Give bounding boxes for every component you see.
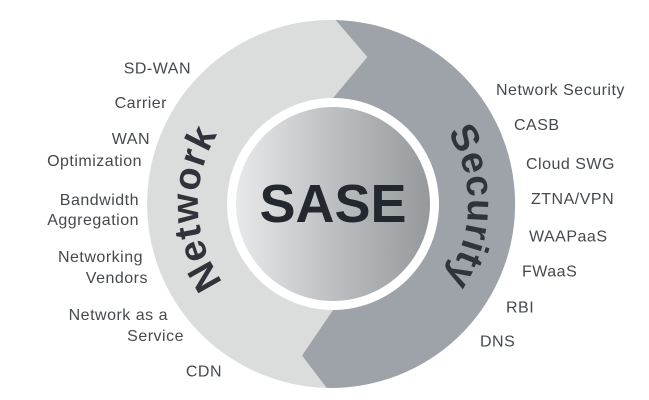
svg-text:DNS: DNS [480,334,515,351]
svg-text:WAAPaaS: WAAPaaS [529,229,608,246]
svg-text:Network Security: Network Security [496,82,625,99]
svg-text:FWaaS: FWaaS [522,264,577,281]
svg-text:Aggregation: Aggregation [47,212,139,229]
svg-text:Network as a: Network as a [69,307,168,324]
svg-text:Cloud SWG: Cloud SWG [526,156,615,173]
svg-text:Service: Service [127,328,184,345]
svg-text:WAN: WAN [112,131,150,148]
svg-text:CDN: CDN [186,364,222,381]
svg-text:RBI: RBI [506,300,534,317]
svg-text:Optimization: Optimization [47,153,142,170]
svg-text:ZTNA/VPN: ZTNA/VPN [531,191,614,208]
svg-text:Networking: Networking [58,249,143,266]
svg-text:SASE: SASE [259,174,406,234]
svg-text:Bandwidth: Bandwidth [60,192,139,209]
svg-text:CASB: CASB [514,117,560,134]
svg-text:SD-WAN: SD-WAN [124,61,191,78]
svg-text:Carrier: Carrier [115,95,168,112]
svg-text:Vendors: Vendors [86,270,148,287]
